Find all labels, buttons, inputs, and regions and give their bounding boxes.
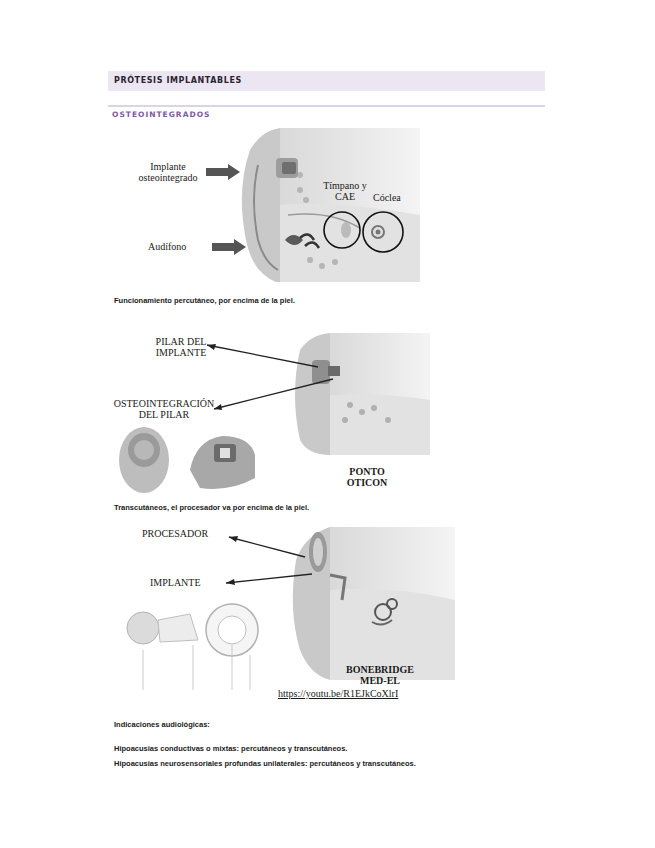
illustration-part: [330, 333, 430, 455]
illustration-part: [254, 165, 278, 270]
illustration-part: [309, 532, 327, 572]
part-label: Audífono: [148, 241, 186, 252]
illustration-part: [371, 405, 377, 411]
illustration-part: [206, 164, 240, 180]
illustration-part: [305, 242, 319, 248]
illustration-part: [214, 404, 222, 410]
caption: Funcionamiento percutáneo, por encima de…: [114, 296, 295, 305]
part-label: OSTEOINTEGRACIÓN DEL PILAR: [104, 398, 224, 420]
illustration-part: [307, 257, 313, 263]
illustration-part: [220, 448, 230, 458]
illustration-part: [207, 345, 318, 367]
part-label: PROCESADOR: [142, 528, 208, 539]
part-label: Cóclea: [373, 192, 401, 203]
illustration-part: [250, 655, 251, 690]
illustration-part: [330, 575, 345, 600]
illustration-part: [359, 409, 365, 415]
illustration-part: [158, 614, 198, 642]
illustration-part: [330, 527, 455, 680]
illustration-part: [372, 620, 392, 625]
illustration-part: [214, 444, 236, 462]
illustration-part: [229, 536, 238, 542]
illustration-part: [276, 158, 298, 178]
illustration-part: [376, 230, 381, 235]
illustration-part: [341, 222, 351, 238]
illustration-part: [280, 128, 420, 282]
illustration-part: [282, 162, 296, 174]
illustration-part: [226, 574, 312, 583]
illustration-part: [143, 650, 144, 690]
illustration-part: [347, 402, 353, 408]
illustration-part: [207, 344, 216, 350]
note: Hipoacusias neurosensoriales profundas u…: [114, 759, 416, 768]
device-name: PONTO OTICON: [336, 466, 398, 488]
illustration-part: [324, 212, 360, 248]
note: Hipoacusias conductivas o mixtas: percut…: [114, 744, 347, 753]
illustration-part: [342, 402, 391, 423]
part-label: PILAR DEL IMPLANTE: [140, 336, 222, 358]
illustration-part: [119, 427, 169, 493]
ear-illustration-3: [127, 527, 455, 690]
illustration-part: [387, 599, 397, 609]
part-label: Tímpano y CAE: [320, 180, 370, 202]
rule: [108, 105, 545, 106]
illustration-part: [293, 527, 330, 680]
illustration-part: [363, 212, 403, 252]
illustration-part: [330, 394, 430, 455]
illustration-part: [127, 612, 159, 644]
illustration-part: [232, 645, 233, 690]
illustration-part: [295, 333, 330, 455]
device-name: BONEBRIDGE MED-EL: [335, 664, 425, 686]
illustration-part: [280, 204, 420, 282]
illustration-part: [342, 417, 348, 423]
link: https://youtu.be/R1EJkCoXlrI: [278, 688, 398, 699]
section-heading: OSTEOINTEGRADOS: [112, 110, 210, 119]
illustration-part: [226, 579, 235, 585]
illustration-part: [128, 433, 160, 467]
caption: Transcutáneos, el procesador va por enci…: [114, 503, 309, 512]
illustration-part: [372, 226, 384, 238]
section-title: PRÓTESIS IMPLANTABLES: [114, 76, 242, 85]
illustration-part: [385, 417, 391, 423]
illustration-part: [229, 537, 305, 557]
illustration-part: [218, 616, 246, 644]
illustration-part: [332, 259, 338, 265]
illustration-part: [214, 379, 333, 409]
illustration-part: [313, 538, 323, 566]
illustration-part: [127, 604, 258, 690]
illustration-part: [297, 187, 303, 193]
illustration-part: [212, 239, 246, 255]
illustration-part: [300, 234, 314, 240]
ear-illustration-1: [206, 128, 420, 282]
note-heading: Indicaciones audiológicas:: [114, 720, 210, 729]
illustration-part: [303, 197, 309, 203]
illustration-part: [319, 263, 325, 269]
illustration-part: [242, 128, 280, 282]
illustration-part: [134, 440, 154, 460]
illustration-part: [328, 366, 340, 376]
illustration-part: [190, 436, 255, 489]
illustration-part: [193, 645, 194, 690]
part-label: Implante osteointegrado: [128, 161, 208, 183]
part-label: IMPLANTE: [150, 577, 201, 588]
